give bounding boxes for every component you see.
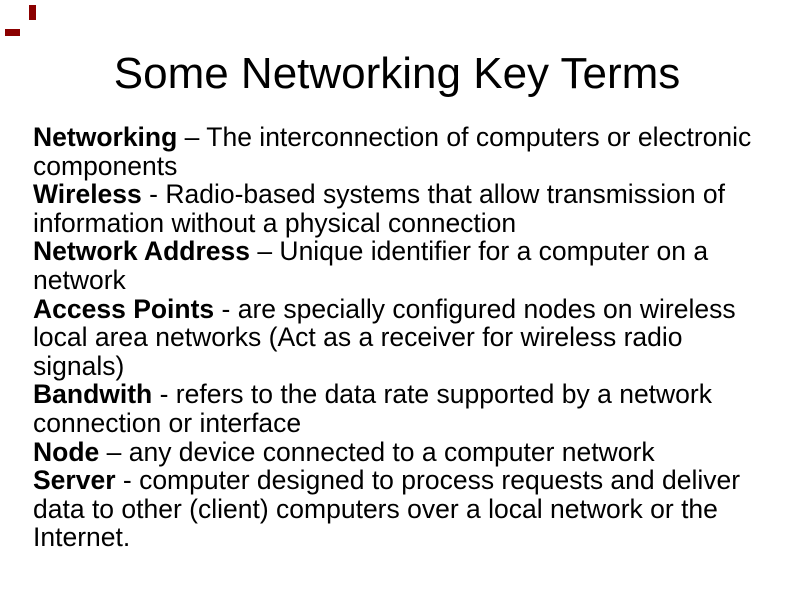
definition-text: connection or interface	[33, 407, 302, 438]
term-wireless: Wireless	[33, 179, 142, 210]
definition-line-networking: Networking – The interconnection of comp…	[33, 123, 785, 152]
definition-line-access-points: Access Points - are specially configured…	[33, 293, 785, 324]
definition-line-bandwith: Bandwith - refers to the data rate suppo…	[33, 380, 785, 409]
definition-line-continuation: Internet.	[33, 523, 785, 552]
definition-text: - Radio-based systems that allow transmi…	[141, 179, 726, 210]
definition-text: - are specially configured nodes on wire…	[214, 293, 736, 324]
definition-text: – The interconnection of computers or el…	[177, 122, 752, 152]
definition-text: signals)	[33, 350, 125, 381]
term-networking: Networking	[33, 122, 178, 152]
corner-mark-vertical	[29, 5, 36, 20]
definition-line-continuation: signals)	[33, 350, 785, 381]
definition-line-server: Server - computer designed to process re…	[33, 466, 785, 495]
definition-line-continuation: local area networks (Act as a receiver f…	[33, 323, 785, 352]
term-node: Node	[33, 436, 100, 467]
definition-line-node: Node – any device connected to a compute…	[33, 436, 785, 467]
definitions-list: Networking – The interconnection of comp…	[33, 123, 785, 552]
term-bandwith: Bandwith	[33, 379, 153, 410]
definition-line-continuation: components	[33, 150, 785, 181]
definition-line-continuation: network	[33, 266, 785, 295]
definition-text: - refers to the data rate supported by a…	[152, 379, 712, 410]
definition-line-continuation: connection or interface	[33, 409, 785, 438]
definition-text: local area networks (Act as a receiver f…	[33, 322, 683, 353]
term-server: Server	[33, 465, 116, 496]
definition-line-continuation: information without a physical connectio…	[33, 207, 785, 238]
definition-text: components	[33, 150, 178, 181]
definition-line-continuation: data to other (client) computers over a …	[33, 493, 785, 524]
definition-text: data to other (client) computers over a …	[33, 493, 718, 524]
slide-title: Some Networking Key Terms	[113, 49, 681, 98]
definition-text: – Unique identifier for a computer on a	[249, 236, 709, 267]
definition-line-network-address: Network Address – Unique identifier for …	[33, 237, 785, 266]
definition-text: – any device connected to a computer net…	[99, 436, 655, 467]
term-network-address: Network Address	[33, 236, 250, 267]
term-access-points: Access Points	[33, 293, 215, 324]
definition-text: information without a physical connectio…	[33, 207, 517, 238]
corner-mark-horizontal	[5, 29, 20, 36]
definition-line-wireless: Wireless - Radio-based systems that allo…	[33, 180, 785, 209]
definition-text: Internet.	[33, 522, 131, 553]
definition-text: - computer designed to process requests …	[115, 465, 741, 496]
definition-text: network	[33, 264, 126, 295]
